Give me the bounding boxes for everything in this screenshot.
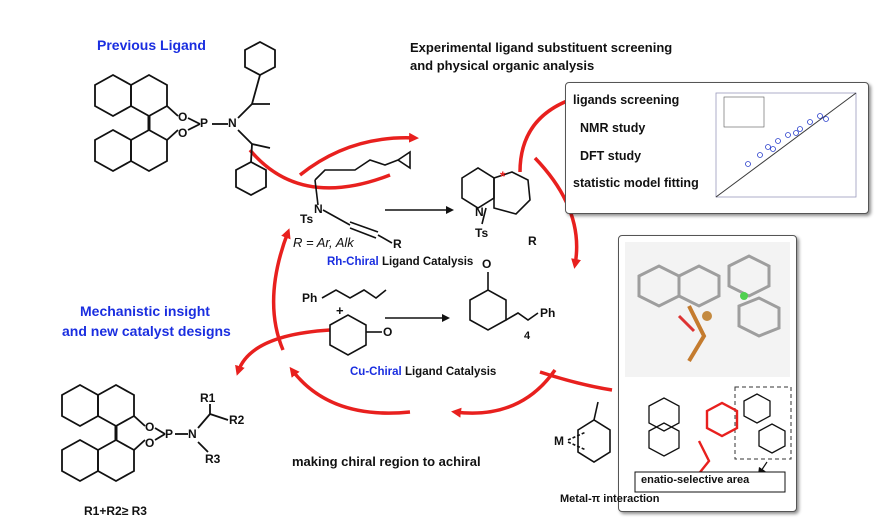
new-r2: R2: [229, 413, 245, 427]
reaction-1: [314, 150, 531, 244]
rxn2-o-product: O: [482, 257, 492, 271]
rxn1-product-r: R: [528, 234, 537, 248]
metal-pi-structure: [567, 401, 611, 463]
atom-o-upper: O: [178, 110, 188, 124]
enantio-selective-label: enatio-selective area: [641, 474, 750, 486]
arrow-ligand-to-screening: [248, 148, 391, 190]
rxn2-product-ph: Ph: [540, 306, 556, 320]
analysis-item-model-fitting: statistic model fitting: [573, 176, 699, 190]
cycle-arrow-left: [271, 228, 291, 351]
rxn2-plus: +: [336, 303, 344, 318]
arrow-mechanism-out: [235, 328, 331, 376]
rxn1-r: R: [393, 237, 402, 251]
arrow-from-dft: [539, 370, 613, 392]
rxn1-catalyst-name: Rh-Chiral: [327, 256, 379, 268]
new-atom-n: N: [188, 427, 197, 441]
new-atom-o-upper: O: [145, 420, 155, 434]
mechanistic-title-line1: Mechanistic insight: [80, 303, 210, 319]
metal-m: M: [554, 434, 564, 448]
cycle-arrow-bottom-left: [289, 366, 411, 415]
rxn1-product-n: N: [475, 205, 484, 219]
rxn2-o-enone: O: [383, 325, 393, 339]
rxn2-ph: Ph: [302, 291, 318, 305]
rxn2-catalysis-label: Cu-Chiral Ligand Catalysis: [350, 366, 496, 378]
rxn1-catalysis-rest: Ligand Catalysis: [378, 256, 474, 268]
rxn2-catalyst-name: Cu-Chiral: [350, 366, 402, 378]
dft-model-image: [625, 242, 792, 493]
rxn1-stereocenter-star: *: [500, 168, 506, 184]
analysis-item-dft: DFT study: [580, 149, 642, 163]
dft-structure-panel: enatio-selective area: [618, 235, 797, 512]
rxn1-condition: R = Ar, Alk: [293, 235, 354, 250]
rxn1-product-ts: Ts: [475, 226, 489, 240]
mechanistic-title-line2: and new catalyst designs: [62, 323, 231, 339]
cycle-arrow-bottom-right: [451, 368, 557, 418]
rxn1-catalysis-label: Rh-Chiral Ligand Catalysis: [327, 256, 473, 268]
rxn1-n: N: [314, 202, 323, 216]
previous-ligand-structure: [94, 40, 276, 197]
screening-title-line2: and physical organic analysis: [410, 58, 595, 73]
rxn1-ts: Ts: [300, 212, 314, 226]
new-r3: R3: [205, 452, 221, 466]
rxn2-catalysis-rest: Ligand Catalysis: [401, 366, 497, 378]
new-atom-o-lower: O: [145, 436, 155, 450]
analysis-panel: ligands screening NMR study DFT study st…: [565, 82, 869, 214]
reaction-2: [321, 272, 539, 356]
fitting-plot-thumbnail: [715, 92, 857, 198]
cycle-arrow-top: [298, 132, 419, 177]
metal-pi-label: Metal-π interaction: [560, 493, 660, 505]
new-r1: R1: [200, 391, 216, 405]
analysis-item-ligands-screening: ligands screening: [573, 93, 680, 107]
atom-p: P: [200, 116, 209, 130]
new-atom-p: P: [165, 427, 174, 441]
atom-n: N: [228, 116, 237, 130]
rxn2-subscript-4: 4: [524, 330, 531, 342]
new-ligand-structure: [61, 383, 229, 483]
achiral-text: making chiral region to achiral: [292, 454, 481, 469]
analysis-item-nmr: NMR study: [580, 121, 646, 135]
previous-ligand-title: Previous Ligand: [97, 37, 206, 53]
new-ligand-condition: R1+R2≥ R3: [84, 504, 147, 518]
screening-title-line1: Experimental ligand substituent screenin…: [410, 40, 673, 55]
atom-o-lower: O: [178, 126, 188, 140]
